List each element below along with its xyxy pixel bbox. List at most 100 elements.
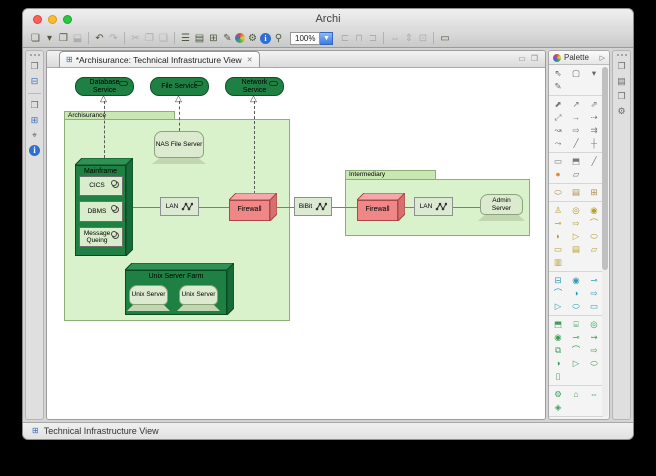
align-left-button[interactable]: ⊏ [340, 32, 350, 44]
undo-button[interactable]: ↶ [95, 32, 104, 44]
element-unix-server-2[interactable]: Unix Server [177, 285, 220, 311]
tab-technical-infrastructure-view[interactable]: ⊞ *Archisurance: Technical Infrastructur… [59, 51, 260, 67]
access-relation[interactable]: ⇢ [590, 112, 598, 122]
business-role-tool[interactable]: ◎ [572, 205, 580, 215]
paste-button[interactable]: ❑ [159, 32, 168, 44]
business-process-tool[interactable]: ⇨ [572, 218, 580, 228]
application-event-tool[interactable]: ▷ [554, 301, 562, 311]
technology-service-tool[interactable]: ⬭ [590, 358, 598, 368]
product-tool[interactable]: ▥ [553, 257, 563, 267]
marquee-tool-dropdown[interactable]: ▾ [591, 68, 597, 78]
element-mainframe[interactable]: Mainframe CICS DBMS Message Queing [75, 158, 133, 256]
connection-tool[interactable]: ╱ [591, 156, 597, 166]
element-firewall[interactable]: Firewall [229, 193, 277, 221]
restore-views-pane-icon[interactable]: ❐ [30, 100, 39, 110]
connection-firewall-bibit[interactable] [270, 207, 294, 208]
align-right-button[interactable]: ⊐ [368, 32, 378, 44]
element-admin-server[interactable]: Admin Server [478, 194, 525, 221]
cut-button[interactable]: ✂ [131, 32, 140, 44]
navigator-view-icon[interactable]: ⌖ [31, 130, 38, 140]
zoom-level-field[interactable]: 100% [290, 31, 321, 45]
format-painter-tool[interactable]: ✎ [554, 81, 562, 91]
navigator-view-icon[interactable]: ⚙ [617, 106, 626, 116]
note-tool[interactable]: ▭ [553, 156, 563, 166]
contract-tool[interactable]: ▤ [571, 244, 581, 254]
triggering-relation[interactable]: ⇨ [572, 125, 580, 135]
tab-close-button[interactable]: ✕ [246, 56, 253, 64]
new-model-dropdown[interactable]: ▾ [46, 32, 53, 44]
zoom-dropdown-button[interactable]: ▼ [320, 31, 334, 45]
align-center-button[interactable]: ⊓ [355, 32, 363, 44]
representation-tool[interactable]: ▱ [590, 244, 598, 254]
connection-lan-firewall[interactable] [199, 207, 229, 208]
connection-bibit-firewall2[interactable] [332, 207, 357, 208]
realization-relation[interactable]: ⤢ [554, 112, 562, 122]
technology-function-tool[interactable]: ⌒ [571, 345, 581, 355]
match-width-button[interactable]: ⇔ [389, 32, 400, 44]
business-interface-tool[interactable]: ⊸ [554, 218, 562, 228]
distribution-network-tool[interactable]: ⇔ [589, 389, 599, 399]
device-tool[interactable]: ⌸ [573, 319, 579, 329]
equipment-tool[interactable]: ⚙ [554, 389, 562, 399]
technology-collaboration-tool[interactable]: ◉ [554, 332, 562, 342]
sketch-button[interactable]: ✎ [223, 32, 232, 44]
element-firewall-2[interactable]: Firewall [357, 193, 405, 221]
resource-tool[interactable]: ▤ [571, 187, 581, 197]
group-intermediary-tab[interactable]: Intermediary [345, 170, 436, 179]
minimize-window-button[interactable] [48, 15, 57, 24]
element-unix-server-farm[interactable]: Unix Server Farm Unix Server Unix Server [125, 263, 234, 315]
assignment-relation[interactable]: ⇗ [590, 99, 598, 109]
search-button[interactable]: ⚲ [274, 32, 283, 44]
connection-lan2-admin[interactable] [453, 207, 480, 208]
zoom-window-button[interactable] [63, 15, 72, 24]
influence-relation[interactable]: ↝ [554, 125, 562, 135]
material-tool[interactable]: ◈ [554, 402, 562, 412]
palette-collapse-button[interactable]: ▷ [599, 54, 605, 62]
application-interface-tool[interactable]: ⊸ [590, 275, 598, 285]
application-service-tool[interactable]: ⬭ [572, 301, 580, 311]
element-network-service[interactable]: Network Service [225, 77, 284, 96]
info-button[interactable]: i [260, 32, 271, 44]
technology-event-tool[interactable]: ▷ [572, 358, 580, 368]
location-tool[interactable]: ⬭ [554, 187, 562, 197]
element-cics[interactable]: CICS [79, 176, 123, 196]
serving-relation[interactable]: → [571, 112, 581, 122]
element-bibit[interactable]: BiBit [294, 197, 332, 216]
system-software-tool[interactable]: ◎ [590, 319, 598, 329]
business-function-tool[interactable]: ⌒ [589, 218, 599, 228]
connection-firewall2-lan2[interactable] [398, 207, 414, 208]
maximize-pane-button[interactable]: ❐ [530, 54, 538, 63]
path-tool[interactable]: ⇝ [590, 332, 598, 342]
business-service-tool[interactable]: ⬭ [590, 231, 598, 241]
aggregation-relation[interactable]: ↗ [572, 99, 580, 109]
match-height-button[interactable]: ⇕ [404, 32, 414, 44]
group-tool[interactable]: ⬒ [571, 156, 581, 166]
application-process-tool[interactable]: ⇨ [590, 288, 598, 298]
flow-relation[interactable]: ⇉ [590, 125, 598, 135]
element-dbms[interactable]: DBMS [79, 201, 123, 222]
facility-tool[interactable]: ⌂ [573, 389, 579, 399]
business-event-tool[interactable]: ▷ [572, 231, 580, 241]
technology-interaction-tool[interactable]: ◑ [555, 358, 561, 368]
restore-right-pane-icon[interactable]: ❐ [617, 61, 626, 71]
close-window-button[interactable] [33, 15, 42, 24]
palette-scrollbar[interactable] [602, 67, 608, 417]
marquee-tool[interactable]: ▢ [571, 68, 581, 78]
node-tool[interactable]: ⬒ [553, 319, 563, 329]
new-model-button[interactable]: ❏ [31, 32, 40, 44]
business-interaction-tool[interactable]: ◗ [555, 231, 561, 241]
association-relation[interactable]: ╱ [573, 138, 579, 148]
capability-tool[interactable]: ⊞ [590, 187, 598, 197]
artifact-tool[interactable]: ▯ [555, 371, 561, 381]
outline-view-icon[interactable]: ❒ [617, 91, 626, 101]
fullscreen-button[interactable]: ▭ [440, 32, 450, 44]
realization-firewall-networkservice[interactable] [254, 101, 255, 194]
element-lan-2[interactable]: LAN [414, 197, 453, 216]
application-function-tool[interactable]: ⌒ [553, 288, 563, 298]
technology-process-tool[interactable]: ⇨ [590, 345, 598, 355]
element-database-service[interactable]: Database Service [75, 77, 134, 96]
application-component-tool[interactable]: ⊟ [554, 275, 562, 285]
drag-grip[interactable] [29, 54, 40, 57]
data-object-tool[interactable]: ▭ [589, 301, 599, 311]
select-tool[interactable]: ⇖ [554, 68, 562, 78]
